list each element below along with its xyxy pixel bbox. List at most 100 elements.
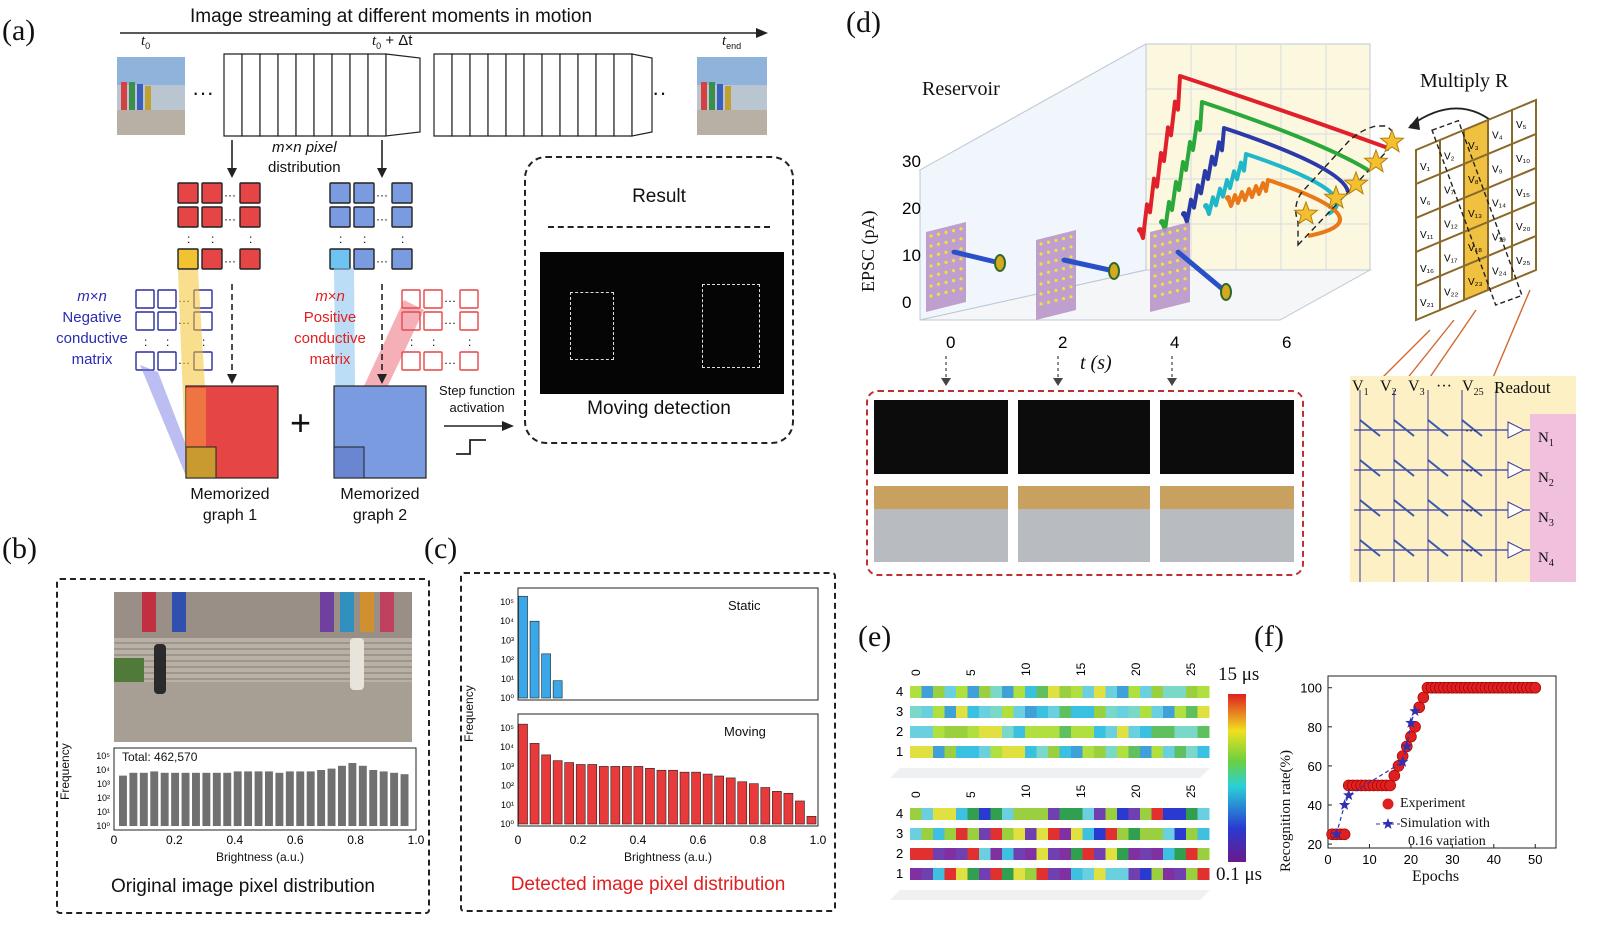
matrix-cell [391,182,413,204]
hist-bar [575,764,586,825]
y-tick-label: 10⁴ [500,742,514,752]
matrix-cell-label: V₂ [1444,152,1455,163]
stack-frame-end [631,53,653,137]
matrix-cell [459,351,479,371]
heat-cell [1174,808,1187,820]
pos-line1: Positive [303,309,357,326]
stack-frame [295,53,315,137]
detection-box-2 [702,284,760,368]
y-tick-label: 10² [501,655,514,665]
heat-cell [1036,726,1049,738]
heat-cell [990,706,1003,718]
tile-dot [1069,245,1073,249]
matrix-dots: ··· [224,188,236,202]
legend-experiment-marker [1382,798,1394,810]
heat-cell [979,868,991,880]
stack-frame [349,53,369,137]
tile-dot [1183,227,1187,231]
heat-cell [1071,746,1083,758]
heat-cell [967,706,980,718]
pos-line3: matrix [309,351,351,368]
y-tick-label: 20 [1308,837,1322,852]
heat-cell [1117,828,1129,840]
tile-dot [944,270,948,274]
hist-bar [119,775,127,826]
heat-cell [1174,848,1187,860]
tile-dot [929,244,933,248]
heat-cell [1140,726,1152,738]
panel-b-caption: Original image pixel distribution [110,876,375,897]
heat-cell [990,808,1003,820]
red-pixel-matrix: ·········::: [177,182,261,270]
matrix-cell-label: V₁₇ [1444,254,1458,265]
heat-cell [1117,706,1129,718]
tile-dot [929,284,933,288]
experiment-point [1384,779,1396,792]
heat-cell [967,746,980,758]
heat-cell [1048,726,1060,738]
tile-dot [1069,265,1073,269]
positive-matrix-label: m×n Positive conductive matrix [282,286,378,370]
crossbar-dots: ··· [1465,543,1477,557]
matrix-cell [239,206,261,228]
heat-cell [1163,868,1175,880]
hist-bar [633,766,644,825]
readout-v-dots: ··· [1436,378,1452,395]
y-tick-label: 10 [902,246,921,265]
matrix-cell [423,289,443,309]
tile-dot [929,264,933,268]
x-tick-label: 6 [1282,333,1291,352]
pixel-tile [1150,222,1190,312]
readout-v-label: V2 [1380,378,1397,399]
heat-cell [990,848,1003,860]
matrix-cell [423,311,443,331]
tile-dot [1039,292,1043,296]
tend-label: tend [722,32,741,51]
memristor [1359,539,1381,557]
heat-cell [1174,868,1187,880]
tile-dot [1168,260,1172,264]
stack-frame [487,53,507,137]
matrix-vdots: : [166,335,169,349]
x-tick-label: 0.4 [630,833,647,847]
x-tick-label: 40 [1487,852,1501,867]
tile-dot [1046,300,1051,304]
stack-frame [451,53,471,137]
tile-dot [951,229,956,233]
hist-bar [181,772,190,826]
matrix-cell [401,351,421,371]
matrix-dots: ··· [224,254,236,268]
heat-cell [1094,726,1106,738]
heat-cell [933,848,945,860]
tile-dot [936,292,941,296]
t0-label: t0 [141,32,150,51]
hist-bar [795,800,805,825]
tile-dot [1183,267,1187,271]
heat-cell [1071,726,1083,738]
matrix-vdots: : [401,232,404,246]
panel-d-gridlines [1146,44,1370,270]
tile-dot [959,227,963,231]
heat-cell [1071,686,1083,698]
heat-cell [1094,746,1106,758]
epsc-curve [1226,178,1342,238]
hist-bar [518,595,528,699]
heat-cell [1036,868,1049,880]
tile-dot [936,272,941,276]
matrix-vdots: : [211,232,214,246]
memristor [1461,499,1483,517]
tile-dot [944,260,948,264]
panel-d-ylabel: EPSC (pA) [858,210,878,292]
hist-bar [160,772,169,826]
heat-cell [1048,848,1060,860]
heat-cell [921,868,934,880]
stack-frame [541,53,561,137]
tile-dot [1069,295,1073,299]
pixel-tile [1036,230,1076,320]
simulation-point [1405,716,1417,728]
matrix-cell [239,182,261,204]
tile-dot [1061,267,1066,271]
matrix-cell-label: V₂₅ [1516,256,1531,267]
matrix-cell [201,248,223,270]
